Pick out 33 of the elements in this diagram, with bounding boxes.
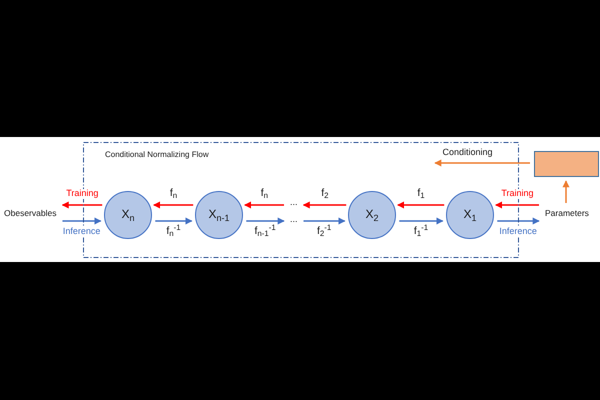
edge-label: f$_{n}$ [168, 188, 178, 200]
edge-label: Training [65, 189, 100, 199]
arrow [497, 218, 540, 224]
arrow [62, 218, 102, 224]
arrow [244, 202, 284, 208]
arrow [155, 218, 192, 224]
arrow [62, 202, 102, 208]
variable-label: X$_{n-1}$ [208, 208, 230, 222]
arrow [246, 218, 285, 224]
arrow [495, 202, 539, 208]
arrow [434, 160, 530, 166]
variable-label: X$_{2}$ [365, 208, 379, 222]
edge-label: f$_{2}$ [320, 188, 330, 200]
edge-label: Inference [498, 227, 538, 237]
frame-title: Conditional Normalizing Flow [105, 150, 209, 160]
node-label: Obeservables [4, 209, 56, 219]
arrow [304, 218, 346, 224]
arrow [399, 218, 444, 224]
node-label: Parameters [545, 209, 589, 219]
node-label: ... [290, 197, 298, 208]
edge-label: f$_{n}$ [260, 188, 270, 200]
arrow [562, 180, 570, 203]
variable-label: X$_{1}$ [463, 208, 477, 222]
variable-label: X$_{n}$ [121, 208, 135, 222]
arrow [153, 202, 194, 208]
arrow [302, 202, 346, 208]
edge-label: Inference [62, 227, 102, 237]
edge-label: Training [500, 189, 534, 199]
edge-label: f$_{1}$ [416, 188, 426, 200]
edge-label: Conditioning [441, 148, 494, 158]
arrow [397, 202, 444, 208]
node-label: ... [290, 214, 298, 224]
process-box [534, 151, 599, 177]
